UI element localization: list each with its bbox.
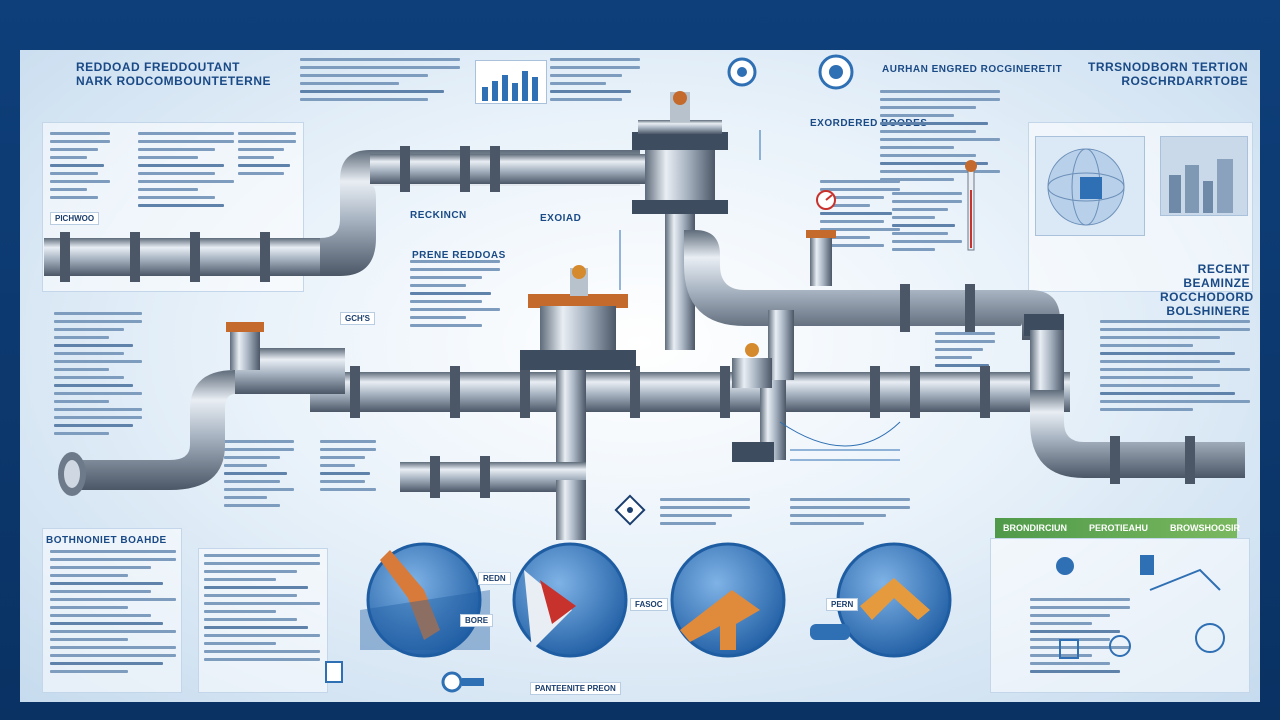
banner-item: PEROTIEAHU (1089, 523, 1149, 533)
valve-cap-icon (673, 91, 687, 105)
globe-panel (1035, 136, 1145, 236)
gate-valve-right (732, 343, 774, 462)
thermometer-icon (965, 160, 977, 251)
detail-circle-3 (670, 542, 786, 658)
pipe-riser (768, 310, 794, 380)
text-block (820, 180, 900, 252)
detail-circle-4 (836, 542, 952, 658)
circle-label-2: REDN (478, 572, 511, 585)
valve-label: EXORDERED BOODES (810, 118, 928, 129)
text-block (50, 550, 176, 678)
valve-icon (810, 624, 850, 640)
city-photo-panel (1160, 136, 1248, 216)
annotation-lines (619, 130, 901, 461)
title-top-center: AURHAN ENGRED ROCGINERETIT (882, 64, 1063, 75)
circle-label-4: PERN (826, 598, 859, 611)
banner-item: BROWSHOOSIR (1170, 523, 1241, 533)
pipe-run-upper-right (684, 230, 1064, 340)
warning-diamond-icon (614, 494, 646, 526)
infographic-poster: REDDOAD FREDDOUTANT NARK RODCOMBOUNTETER… (20, 50, 1260, 702)
pressure-gauge-icon (816, 190, 836, 210)
text-block (790, 498, 910, 530)
text-block (660, 498, 750, 530)
center-label-prene: PRENE REDDOAS (412, 250, 506, 261)
main-gate-valve (520, 265, 636, 370)
banner-item: BRONDIRCIUN (1003, 523, 1067, 533)
text-block (54, 312, 142, 440)
center-label-exoiad: EXOIAD (540, 213, 582, 224)
bottom-right-diagram (1056, 555, 1225, 659)
text-block (320, 440, 376, 496)
title-bottom-left: BOTHNONIET BOAHDE (46, 535, 167, 546)
text-block (892, 192, 962, 256)
title-top-left: REDDOAD FREDDOUTANT NARK RODCOMBOUNTETER… (76, 60, 271, 88)
bottom-tag: PANTEENITE PREON (530, 682, 621, 695)
flange-icon (441, 671, 484, 693)
text-block (204, 554, 320, 666)
left-tag: PICHWOO (50, 212, 100, 225)
mid-tag: GCH'S (340, 312, 376, 325)
title-right-mid: RECENT BEAMINZE ROCCHODORD BOLSHINERE (1160, 262, 1254, 318)
document-icon (325, 661, 343, 683)
mini-bar-chart (475, 60, 547, 104)
detail-circle-1 (360, 542, 490, 658)
text-block (50, 132, 110, 204)
pipeline-diagram (44, 54, 1245, 693)
pipe-run-lower-right (1030, 330, 1245, 478)
gate-valve-left (226, 322, 264, 370)
valve-handwheel-icon (572, 265, 586, 279)
text-block (238, 132, 296, 180)
title-top-right: TRRSNODBORN TERTION ROSCHRDARRTOBE (1088, 60, 1249, 88)
text-block (1100, 320, 1250, 416)
pipe-flanges (60, 146, 1195, 498)
circle-label-3: FASOC (630, 598, 668, 611)
check-valve-top (806, 230, 836, 286)
center-label-reckincn: RECKINCN (410, 210, 467, 221)
text-block (224, 440, 294, 512)
text-block (138, 132, 234, 212)
text-block (550, 58, 640, 106)
text-block (880, 90, 1000, 186)
central-valve-stack (632, 91, 728, 350)
gauge-icon (727, 54, 854, 90)
detail-circle-2 (512, 542, 628, 658)
circle-label-1: BORE (460, 614, 494, 627)
text-block (410, 260, 500, 332)
text-block (300, 58, 460, 106)
pipe-run-header (370, 154, 660, 184)
bottom-left-panel (42, 528, 182, 693)
green-legend-banner: BRONDIRCIUN PEROTIEAHU BROWSHOOSIR (995, 518, 1241, 538)
